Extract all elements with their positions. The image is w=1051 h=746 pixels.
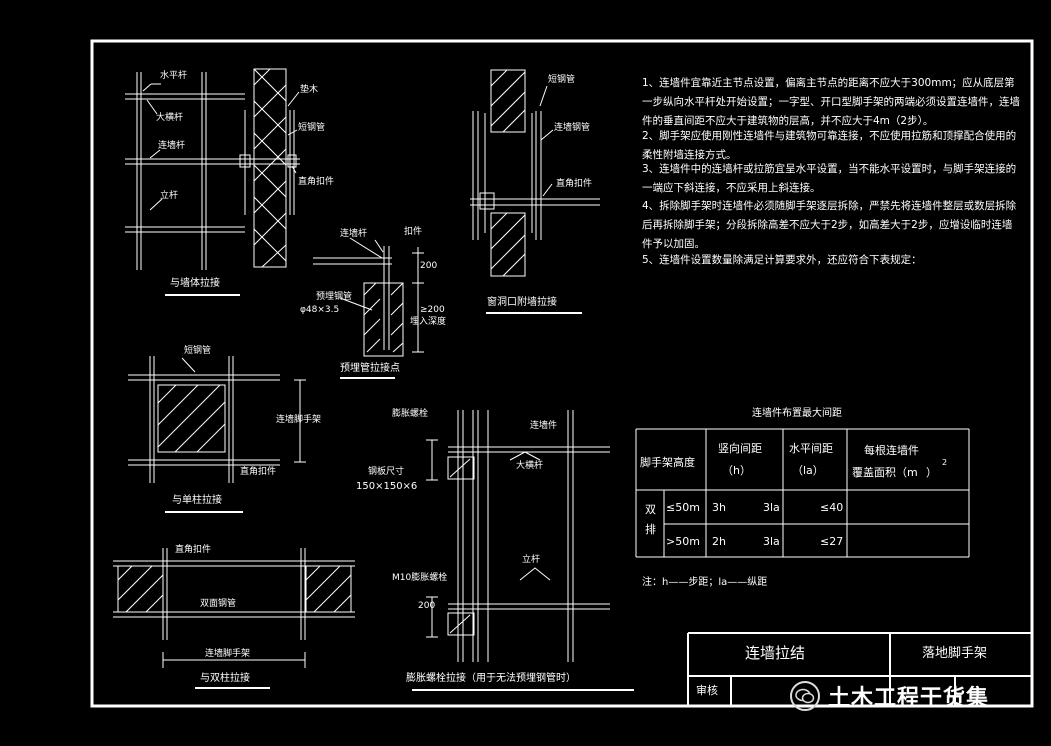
detail-window-tie bbox=[470, 69, 600, 314]
watermark-text: 土木工程干货集 bbox=[828, 686, 990, 711]
caption-window-tie: 窗洞口附墙拉接 bbox=[487, 297, 557, 308]
label-bolt-standard: 立杆 bbox=[522, 555, 541, 565]
label-bolt-expansion: 膨胀螺栓 bbox=[392, 409, 429, 419]
label-bolt-tie: 连墙件 bbox=[530, 421, 558, 431]
spacing-table-grid bbox=[635, 428, 970, 558]
label-dc-scaffold: 连墙脚手架 bbox=[205, 649, 251, 659]
label-dc-coupler: 直角扣件 bbox=[175, 545, 212, 555]
caption-bolt-tie: 膨胀螺栓拉接（用于无法预埋钢管时） bbox=[406, 673, 576, 684]
table-header-area-line2: 覆盖面积（m bbox=[852, 466, 918, 479]
table-title: 连墙件布置最大间距 bbox=[752, 408, 842, 419]
wechat-icon bbox=[790, 681, 820, 711]
label-horizontal-bar: 水平杆 bbox=[160, 71, 188, 81]
watermark: 土木工程干货集 bbox=[790, 680, 989, 712]
label-bolt-ledger: 大横杆 bbox=[516, 461, 544, 471]
label-coupler: 扣件 bbox=[404, 227, 423, 237]
table-header-vertical-unit: （h） bbox=[722, 464, 751, 477]
table-note: 注：h——步距；la——纵距 bbox=[642, 577, 768, 588]
caption-double-column-tie: 与双柱拉接 bbox=[200, 673, 250, 684]
table-header-area-sup: 2 bbox=[942, 458, 948, 467]
label-plate-dim: 150×150×6 bbox=[356, 481, 418, 492]
detail-bolt-tie bbox=[412, 410, 634, 691]
note-2: 2、脚手架应使用刚性连墙件与建筑物可靠连接，不应使用拉筋和顶撑配合使用的柔性附墙… bbox=[642, 130, 1017, 161]
caption-embedded-pipe: 预埋管拉接点 bbox=[340, 363, 400, 374]
label-window-tie-pipe: 连墙钢管 bbox=[554, 123, 591, 133]
label-right-angle-coupler: 直角扣件 bbox=[298, 177, 335, 187]
label-short-pipe: 短钢管 bbox=[298, 123, 326, 133]
label-window-coupler: 直角扣件 bbox=[556, 179, 593, 189]
table-header-horizontal-unit: （la） bbox=[792, 464, 824, 477]
table-r2-area: ≤27 bbox=[820, 535, 844, 548]
label-embed-depth: 埋入深度 bbox=[410, 317, 447, 327]
label-plate-size: 钢板尺寸 bbox=[368, 467, 405, 477]
table-r1-vertical: 3h bbox=[712, 501, 726, 514]
label-bolt-dim-200: 200 bbox=[418, 601, 436, 611]
label-pipe-spec: φ48×3.5 bbox=[300, 305, 340, 315]
label-tie-bar-2: 连墙杆 bbox=[340, 229, 368, 239]
detail-double-column-tie bbox=[113, 548, 355, 689]
table-header-horizontal: 水平间距 bbox=[789, 442, 833, 455]
note-3: 3、连墙件中的连墙杆或拉筋宜呈水平设置，当不能水平设置时，与脚手架连接的一端应下… bbox=[642, 163, 1017, 194]
table-header-vertical: 竖向间距 bbox=[718, 442, 762, 455]
label-ledger: 大横杆 bbox=[156, 113, 184, 123]
label-dim-200: 200 bbox=[420, 261, 438, 271]
label-embedded-pipe: 预埋钢管 bbox=[316, 292, 353, 302]
table-header-area-close: ） bbox=[926, 466, 937, 479]
table-row-group: 双排 bbox=[645, 503, 656, 536]
label-column-scaffold: 连墙脚手架 bbox=[276, 415, 322, 425]
label-column-short-pipe: 短钢管 bbox=[184, 346, 212, 356]
table-header-height: 脚手架高度 bbox=[640, 456, 695, 469]
detail-embedded-pipe bbox=[313, 237, 424, 379]
detail-wall-tie bbox=[125, 68, 300, 296]
table-header-area: 每根连墙件 bbox=[864, 444, 919, 457]
note-5: 5、连墙件设置数量除满足计算要求外，还应符合下表规定： bbox=[642, 254, 922, 266]
table-r2-vertical: 2h bbox=[712, 535, 726, 548]
label-dim-ge200: ≥200 bbox=[420, 305, 445, 315]
table-r1-height: ≤50m bbox=[666, 501, 700, 514]
label-dc-double-pipe: 双面钢管 bbox=[200, 599, 237, 609]
label-column-coupler: 直角扣件 bbox=[240, 467, 277, 477]
label-standard: 立杆 bbox=[160, 191, 179, 201]
drawing-name: 连墙拉结 bbox=[745, 644, 806, 662]
note-4: 4、拆除脚手架时连墙件必须随脚手架逐层拆除，严禁先将连墙件整层或数层拆除后再拆除… bbox=[642, 200, 1017, 250]
reviewer-label: 审核 bbox=[696, 684, 718, 697]
caption-column-tie: 与单柱拉接 bbox=[172, 495, 222, 506]
label-wood-pad: 垫木 bbox=[300, 85, 319, 95]
table-r1-area: ≤40 bbox=[820, 501, 844, 514]
caption-wall-tie: 与墙体拉接 bbox=[170, 278, 220, 289]
note-1: 1、连墙件宜靠近主节点设置，偏离主节点的距离不应大于300mm；应从底层第一步纵… bbox=[642, 77, 1020, 127]
label-m10-bolt: M10膨胀螺栓 bbox=[392, 573, 448, 583]
label-window-short-pipe: 短钢管 bbox=[548, 75, 576, 85]
detail-column-tie bbox=[128, 356, 306, 513]
label-tie-bar: 连墙杆 bbox=[158, 141, 186, 151]
table-r2-height: >50m bbox=[666, 535, 700, 548]
sheet-border bbox=[90, 39, 1034, 708]
project-name: 落地脚手架 bbox=[922, 646, 988, 661]
title-block bbox=[687, 632, 1032, 706]
table-r2-horizontal: 3la bbox=[763, 535, 780, 548]
table-r1-horizontal: 3la bbox=[763, 501, 780, 514]
